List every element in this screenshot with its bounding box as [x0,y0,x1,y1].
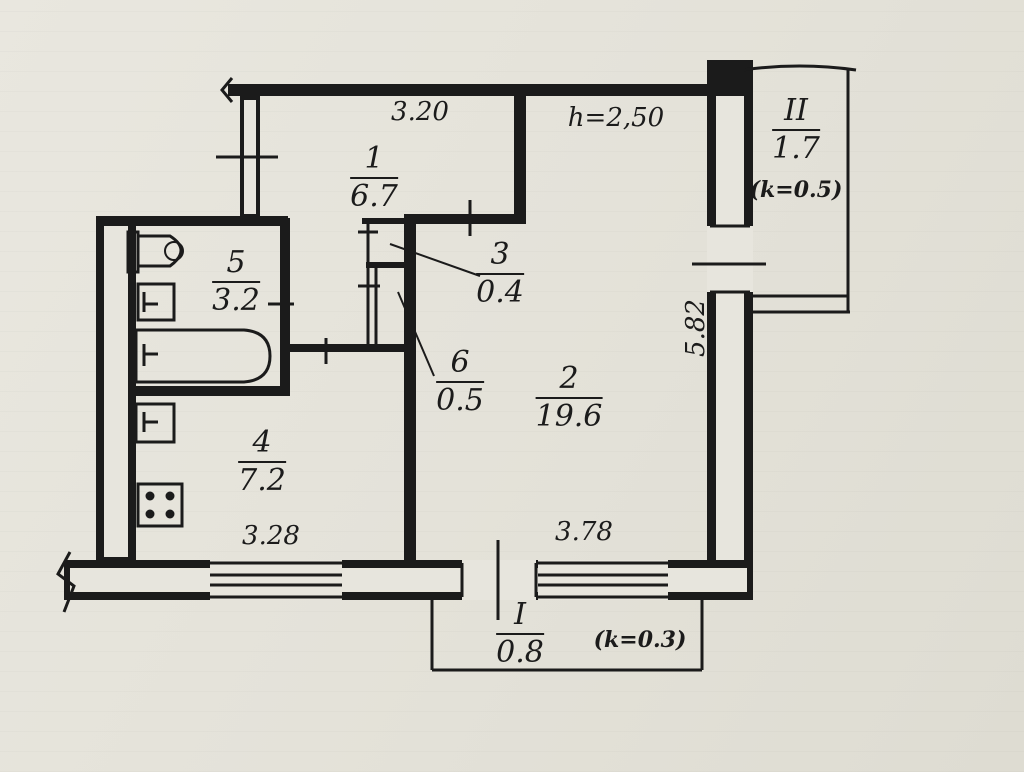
dimension-kitchen-width: 3.28 [242,521,300,551]
room-2-area: 19.6 [535,399,603,434]
room-6-label: 6 0.5 [436,348,484,416]
balcony-II [740,64,857,314]
wall-room-top [404,214,526,224]
leader-6 [397,291,435,377]
wall-corridor-right [514,96,518,216]
balcony-II-label: II 1.7 [772,96,820,164]
stove [136,482,184,528]
wall-room-left [404,222,416,562]
bathtub [134,328,272,384]
room-4-number: 4 [238,428,286,463]
room-3-number: 3 [476,240,524,275]
ceiling-height: h=2,50 [567,103,665,133]
wall-closet-3 [362,218,408,224]
washbasin [136,282,176,322]
wall-bath-right [280,218,290,396]
dimension-corridor-width: 3.20 [391,97,449,127]
room-1-number: 1 [350,144,398,179]
window-kitchen [210,560,342,600]
room-2-label: 2 19.6 [535,364,603,434]
room-4-area: 7.2 [238,463,286,498]
wall-closet-6 [366,262,408,268]
balcony-II-coefficient: (k=0.5) [749,177,843,203]
balcony-I [430,600,704,672]
room-3-label: 3 0.4 [476,240,524,308]
window-room [538,560,668,600]
dimension-room-depth: 5.82 [681,299,711,357]
toilet [126,230,184,274]
balcony-II-area: 1.7 [772,131,820,166]
room-5-area: 3.2 [212,283,260,318]
wall-hall [288,344,404,352]
room-2-number: 2 [535,364,603,399]
room-3-area: 0.4 [476,275,524,310]
room-1-area: 6.7 [350,179,398,214]
room-5-number: 5 [212,248,260,283]
leader-3 [389,243,481,277]
balcony-I-number: I [496,600,544,635]
balcony-I-coefficient: (k=0.3) [593,627,687,653]
wall-bath-bottom [128,386,290,396]
wall-top-break [220,77,234,103]
room-1-label: 1 6.7 [350,144,398,212]
room-5-label: 5 3.2 [212,248,260,316]
dimension-room-width: 3.78 [555,517,613,547]
wall-top [228,84,715,96]
room-6-area: 0.5 [436,383,484,418]
balcony-I-label: I 0.8 [496,600,544,668]
balcony-I-area: 0.8 [496,635,544,670]
kitchen-sink [134,402,176,444]
wall-bath-top [96,216,288,226]
room-4-label: 4 7.2 [238,428,286,496]
door-ticks [216,155,472,364]
balcony-door-right [692,224,766,294]
balcony-door-room [460,540,538,620]
wall-bottom-break [56,551,76,613]
room-6-number: 6 [436,348,484,383]
balcony-II-number: II [772,96,820,131]
wall-closet-right [516,96,526,222]
